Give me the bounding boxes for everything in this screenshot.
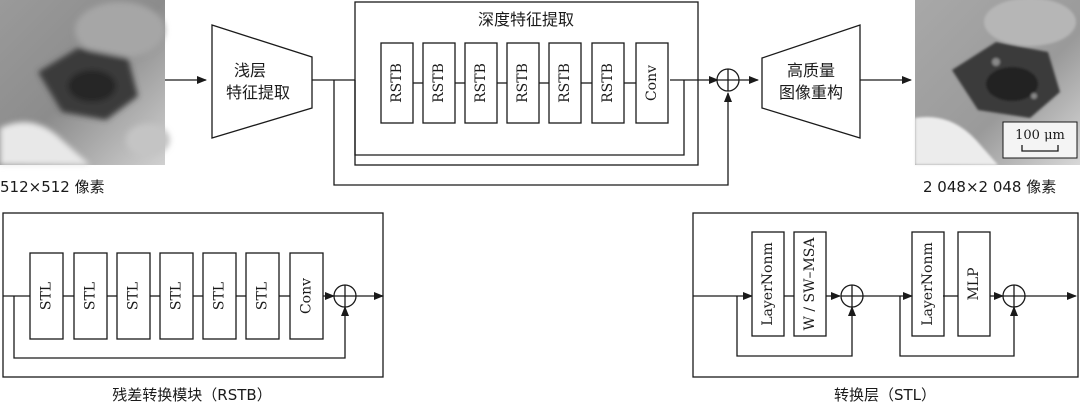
layernonm-label: LayerNonm <box>920 242 936 326</box>
stl-label: STL <box>83 282 99 310</box>
conv-block <box>635 42 669 124</box>
rstb-block-row: STL STL STL STL STL STL Conv <box>29 252 324 340</box>
stl-sum-node-1 <box>840 284 864 308</box>
sum-node <box>716 68 740 92</box>
rstb-block <box>380 42 414 124</box>
layernonm-label: LayerNonm <box>760 242 776 326</box>
mlp-block <box>957 231 991 337</box>
stl-block <box>116 252 151 340</box>
rstb-caption: 残差转换模块（RSTB） <box>112 386 271 404</box>
recon-label-line1: 高质量 <box>787 61 835 80</box>
stl-caption: 转换层（STL） <box>834 386 936 404</box>
rstb-sum-node <box>333 284 357 308</box>
rstb-label: RSTB <box>557 63 573 103</box>
input-caption: 512×512 像素 <box>0 178 105 196</box>
stl-block <box>29 252 64 340</box>
rstb-label: RSTB <box>515 63 531 103</box>
stl-label: STL <box>169 282 185 310</box>
rstb-skip-connection <box>13 296 349 359</box>
rstb-block <box>506 42 540 124</box>
reconstruction-block: 高质量 图像重构 <box>761 24 861 139</box>
global-skip-connection <box>333 80 732 186</box>
stl-block <box>159 252 194 340</box>
scale-bar <box>1021 145 1059 152</box>
rstb-label: RSTB <box>389 63 405 103</box>
stl-block <box>245 252 280 340</box>
conv-label: Conv <box>644 65 660 101</box>
stl-label: STL <box>255 282 271 310</box>
w-sw-msa-block <box>793 231 827 337</box>
stl-skip-1 <box>736 296 856 357</box>
deep-title: 深度特征提取 <box>478 10 574 29</box>
rstb-block <box>464 42 498 124</box>
conv-label: Conv <box>299 278 315 314</box>
stl-label: STL <box>126 282 142 310</box>
stl-block-row: LayerNonm W / SW–MSA LayerNonm MLP <box>751 231 991 337</box>
stl-label: STL <box>39 282 55 310</box>
stl-block <box>73 252 108 340</box>
deep-block-row: RSTB RSTB RSTB RSTB RSTB RSTB Conv <box>380 42 669 124</box>
mlp-label: MLP <box>966 267 982 300</box>
output-image: 100 μm <box>915 0 1080 165</box>
conv-block <box>289 252 324 340</box>
stl-sum-node-2 <box>1002 284 1026 308</box>
output-caption: 2 048×2 048 像素 <box>923 178 1056 196</box>
rstb-label: RSTB <box>600 63 616 103</box>
input-image <box>0 0 170 165</box>
stl-skip-2 <box>899 296 1018 357</box>
scale-bar-label: 100 μm <box>1015 128 1065 143</box>
rstb-block <box>548 42 582 124</box>
stl-label: STL <box>212 282 228 310</box>
shallow-feature-extraction-block: 浅层 特征提取 <box>211 24 313 139</box>
layernonm-block <box>751 231 785 337</box>
recon-label-line2: 图像重构 <box>779 83 843 102</box>
rstb-label: RSTB <box>431 63 447 103</box>
rstb-label: RSTB <box>473 63 489 103</box>
w-sw-msa-label: W / SW–MSA <box>802 237 818 331</box>
deep-inner-skip <box>354 80 685 156</box>
shallow-label-line1: 浅层 <box>234 61 266 80</box>
stl-block <box>202 252 237 340</box>
layernonm-block <box>911 231 945 337</box>
shallow-label-line2: 特征提取 <box>226 83 290 102</box>
